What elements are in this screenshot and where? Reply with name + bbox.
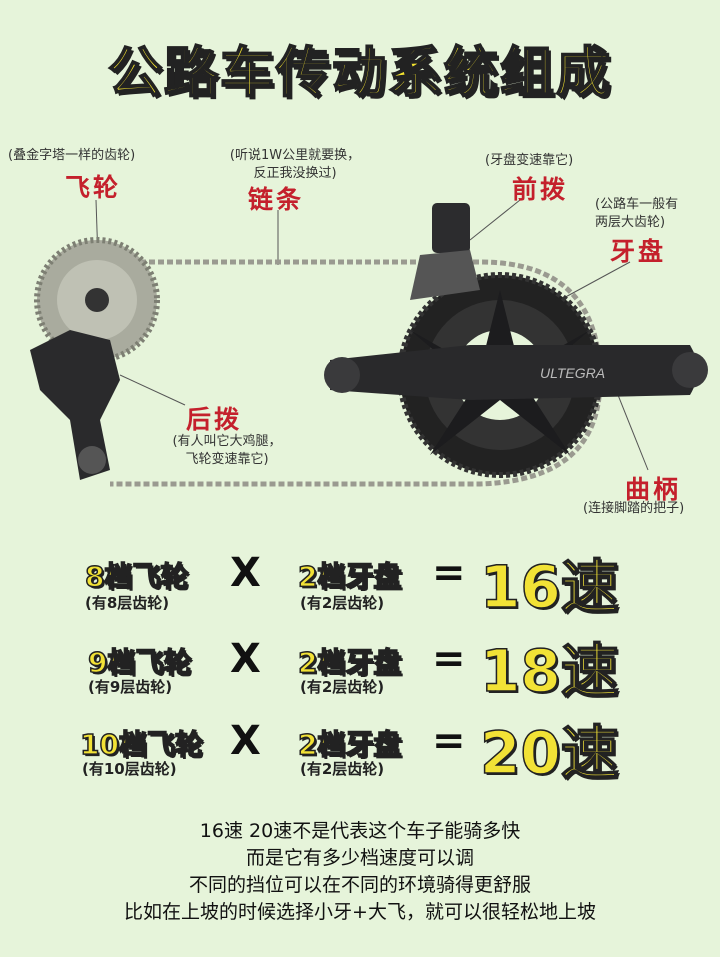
- rear-derailleur: [30, 330, 120, 480]
- multiply-sign: X: [230, 718, 261, 764]
- chain-label: 链条: [248, 185, 305, 214]
- total-speeds: 18速: [479, 636, 619, 706]
- cassette-speeds: 8档飞轮: [84, 559, 189, 594]
- total-speeds: 20速: [479, 718, 619, 788]
- cassette-note: (叠金字塔一样的齿轮): [8, 148, 136, 163]
- total-speeds: 16速: [479, 552, 619, 622]
- chainring-note-line2: 两层大齿轮): [595, 215, 666, 230]
- equation-row: 9档飞轮 (有9层齿轮) X 2档牙盘 (有2层齿轮) = 18速: [0, 636, 720, 716]
- rear-derailleur-note-line2: 飞轮变速靠它): [185, 452, 269, 467]
- chainring-detail: (有2层齿轮): [300, 594, 385, 612]
- front-derailleur-label: 前拨: [512, 175, 569, 204]
- equation-row: 10档飞轮 (有10层齿轮) X 2档牙盘 (有2层齿轮) = 20速: [0, 718, 720, 798]
- equals-sign: =: [432, 718, 466, 764]
- equation-row: 8档飞轮 (有8层齿轮) X 2档牙盘 (有2层齿轮) = 16速: [0, 550, 720, 630]
- footer-explanation: 16速 20速不是代表这个车子能骑多快 而是它有多少档速度可以调 不同的挡位可以…: [0, 818, 720, 926]
- multiply-sign: X: [230, 636, 261, 682]
- multiply-sign: X: [230, 550, 261, 596]
- footer-line: 比如在上坡的时候选择小牙+大飞，就可以很轻松地上坡: [124, 901, 596, 923]
- chain-note-line2: 反正我没换过): [253, 166, 337, 181]
- drivetrain-illustration: ULTEGRA: [30, 199, 708, 487]
- chainring-speeds: 2档牙盘: [297, 559, 402, 594]
- equals-sign: =: [432, 550, 466, 596]
- footer-line: 而是它有多少档速度可以调: [245, 847, 474, 869]
- chainring-speeds: 2档牙盘: [297, 645, 402, 680]
- chainring-note-line1: (公路车一般有: [595, 197, 679, 212]
- chainring-detail: (有2层齿轮): [300, 678, 385, 696]
- crank-brand: ULTEGRA: [540, 365, 605, 381]
- rear-derailleur-note-line1: (有人叫它大鸡腿，: [172, 434, 282, 449]
- chainring-detail: (有2层齿轮): [300, 760, 385, 778]
- cassette-speeds: 10档飞轮: [79, 727, 203, 762]
- cassette-detail: (有8层齿轮): [85, 594, 170, 612]
- chain-note-line1: (听说1W公里就要换，: [229, 148, 361, 163]
- front-derailleur-note: (牙盘变速靠它): [485, 153, 574, 168]
- footer-line: 不同的挡位可以在不同的环境骑得更舒服: [188, 874, 531, 896]
- crank-label: 曲柄: [625, 475, 682, 504]
- cassette-speeds: 9档飞轮: [87, 645, 192, 680]
- footer-line: 16速 20速不是代表这个车子能骑多快: [199, 820, 521, 842]
- cassette-label: 飞轮: [65, 173, 122, 202]
- rear-derailleur-label: 后拨: [186, 405, 243, 434]
- cassette-detail: (有9层齿轮): [88, 678, 173, 696]
- front-derailleur: [410, 203, 480, 300]
- chainring-speeds: 2档牙盘: [297, 727, 402, 762]
- crank-note: (连接脚踏的把子): [583, 501, 685, 516]
- chainring-note: (公路车一般有两层大齿轮): [595, 196, 678, 232]
- equals-sign: =: [432, 636, 466, 682]
- chain-note: (听说1W公里就要换， 反正我没换过): [210, 147, 380, 183]
- cassette: [34, 237, 160, 363]
- crankset: ULTEGRA: [324, 272, 708, 478]
- cassette-detail: (有10层齿轮): [82, 760, 177, 778]
- leader-lines: [95, 199, 649, 471]
- rear-derailleur-note: (有人叫它大鸡腿， 飞轮变速靠它): [162, 433, 292, 469]
- page-title: 公路车传动系统组成: [107, 40, 612, 105]
- chainring-label: 牙盘: [610, 237, 667, 266]
